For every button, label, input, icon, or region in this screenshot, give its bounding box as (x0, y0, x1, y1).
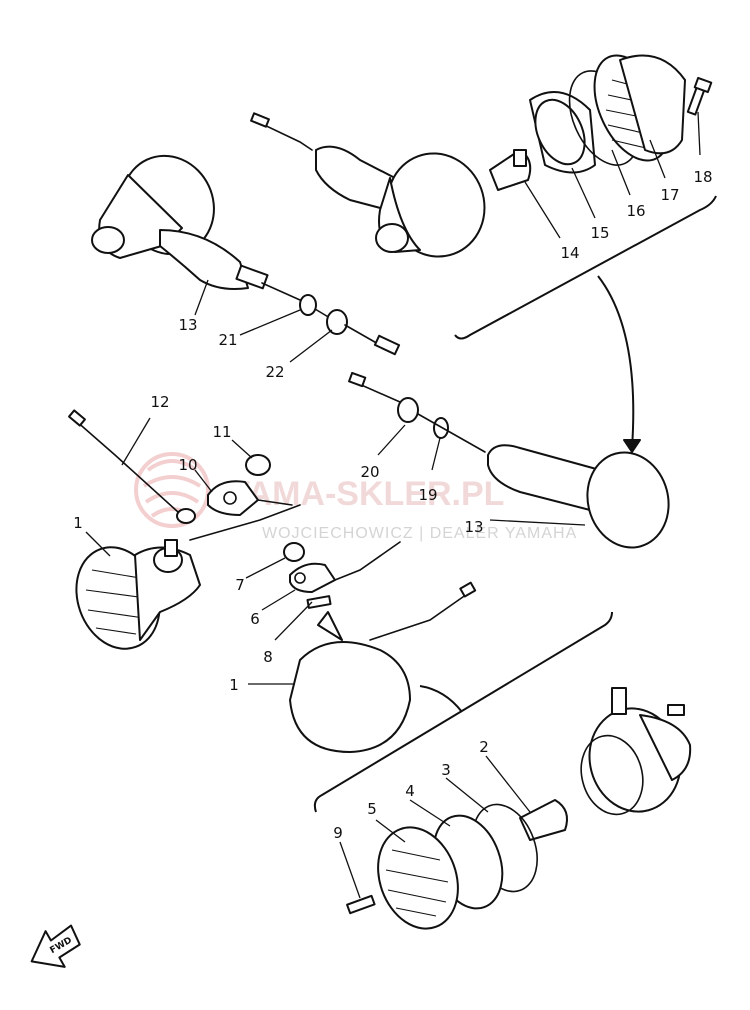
callout-16: 16 (626, 202, 645, 220)
callout-1-lower: 1 (229, 676, 239, 694)
socket-parts (283, 541, 401, 609)
rear-flasher-left (91, 154, 331, 319)
callout-12: 12 (150, 393, 169, 411)
callout-6: 9 (333, 824, 343, 842)
front-lens-parts (346, 687, 692, 930)
watermark: YAMA-SKLER.PL WOJCIECHOWICZ | DEALER YAM… (134, 452, 577, 542)
front-flasher-left (68, 409, 301, 650)
callout-20: 20 (360, 463, 379, 481)
rear-flasher-lower (348, 371, 670, 549)
grommets-upper (299, 294, 401, 356)
front-flasher-right (289, 581, 477, 753)
callout-4: 4 (405, 782, 415, 800)
rear-lens-parts (489, 54, 713, 191)
rear-flasher-right (250, 112, 486, 258)
callout-7: 6 (250, 610, 260, 628)
callout-11: 11 (212, 423, 231, 441)
callout-13-upper: 13 (178, 316, 197, 334)
callout-14: 14 (560, 244, 579, 262)
bracket-front (313, 611, 613, 813)
watermark-logo (134, 452, 210, 528)
callout-8: 7 (235, 576, 245, 594)
arrow-to-1 (419, 685, 463, 713)
callout-9: 8 (263, 648, 273, 666)
arrow-to-13 (597, 275, 635, 449)
fwd-arrow: FWD (30, 924, 81, 968)
callout-22: 22 (265, 363, 284, 381)
callout-3: 3 (441, 761, 451, 779)
callout-5: 5 (367, 800, 377, 818)
callout-2: 2 (479, 738, 489, 756)
watermark-subtitle: WOJCIECHOWICZ | DEALER YAMAHA (262, 525, 577, 542)
watermark-brand: YAMA-SKLER.PL (228, 475, 504, 513)
callouts: 13 21 22 14 15 16 17 18 12 11 10 20 19 1… (73, 111, 713, 899)
bracket-rear (454, 195, 717, 340)
callout-17: 17 (660, 186, 679, 204)
callout-21: 21 (218, 331, 237, 349)
callout-1-upper: 1 (73, 514, 83, 532)
callout-18: 18 (693, 168, 712, 186)
callout-15: 15 (590, 224, 609, 242)
callout-19: 19 (418, 486, 437, 504)
callout-10: 10 (178, 456, 197, 474)
callout-13-lower: 13 (464, 518, 483, 536)
